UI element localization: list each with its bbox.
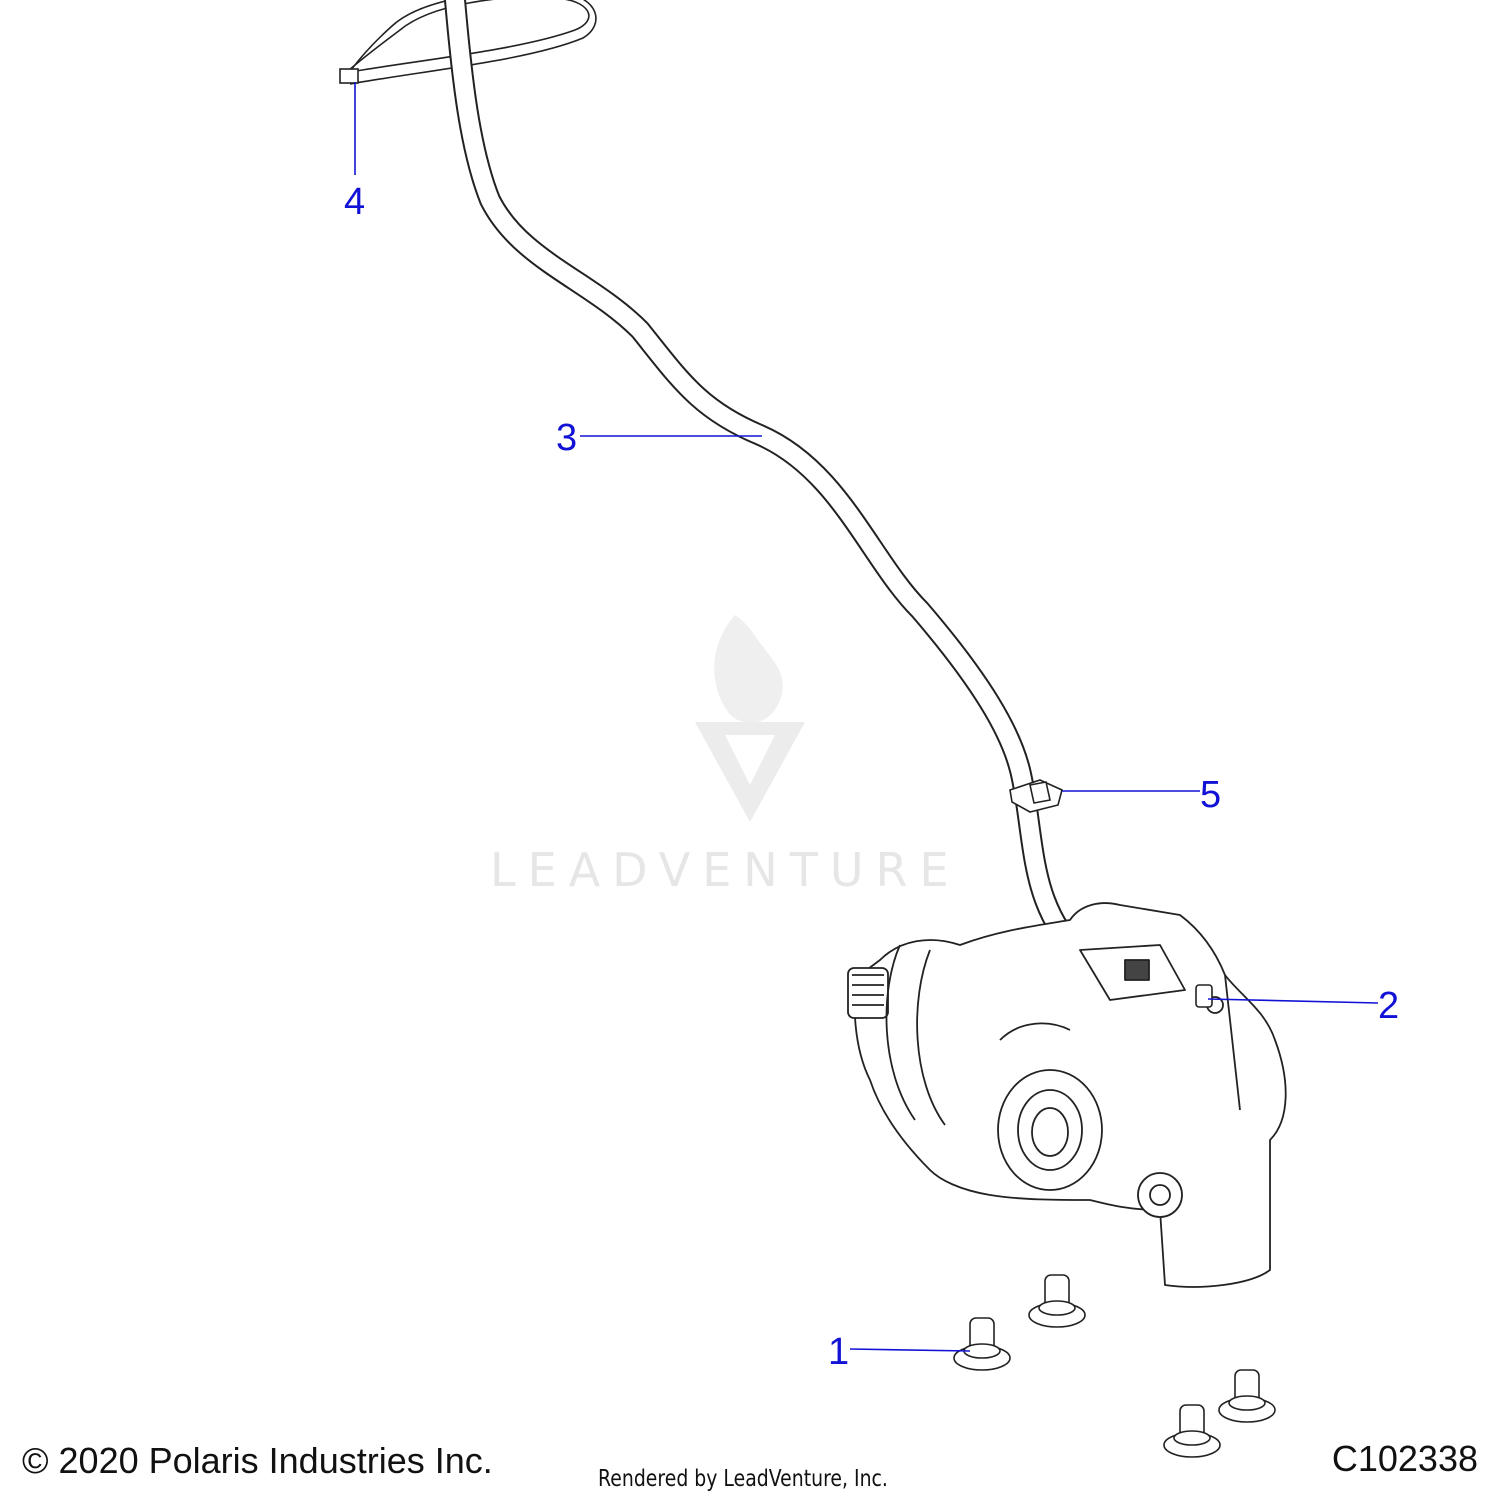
- callout-3: 3: [556, 417, 577, 459]
- hose-fitting: [1195, 984, 1213, 1008]
- hose-clip: [1009, 779, 1063, 813]
- callout-1: 1: [828, 1331, 849, 1373]
- callout-4: 4: [344, 181, 365, 223]
- front-gearcase: [847, 902, 1287, 1288]
- watermark-v-icon: [695, 722, 805, 822]
- watermark-text: LEADVENTURE: [490, 843, 961, 897]
- leadventure-watermark: LEADVENTURE: [490, 615, 961, 897]
- callout-labels: 4 3 5 2 1: [344, 181, 1399, 1373]
- bolt: [1163, 1404, 1221, 1458]
- callout-2: 2: [1378, 985, 1399, 1027]
- leader-lines: [354, 82, 1379, 1352]
- mounting-bolts: [953, 1274, 1276, 1458]
- bolt: [953, 1317, 1011, 1371]
- cable-tie: [339, 0, 597, 85]
- bolt: [1218, 1369, 1276, 1423]
- drawing-number: C102338: [1331, 1438, 1478, 1479]
- callout-5: 5: [1200, 774, 1221, 816]
- copyright-text: © 2020 Polaris Industries Inc.: [22, 1440, 493, 1481]
- leader-line-2: [1207, 998, 1379, 1004]
- rendered-by-text: Rendered by LeadVenture, Inc.: [598, 1466, 888, 1492]
- leader-line-1: [849, 1348, 971, 1352]
- bolt: [1028, 1274, 1086, 1328]
- watermark-flame-icon: [714, 615, 783, 723]
